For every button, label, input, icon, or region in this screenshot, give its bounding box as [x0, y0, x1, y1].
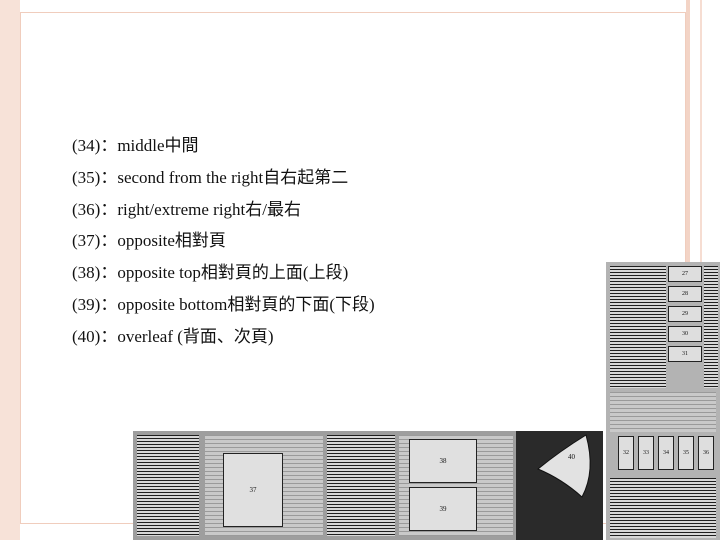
- list-item: (39)：opposite bottom相對頁的下面(下段): [72, 289, 375, 321]
- page-36-box: 36: [698, 436, 714, 470]
- page-28-label: 28: [682, 291, 688, 297]
- term-list: (34)：middle中間 (35)：second from the right…: [72, 130, 375, 353]
- slide-frame-left: [0, 0, 20, 540]
- page-37-box: 37: [223, 453, 283, 527]
- page-39-box: 39: [409, 487, 477, 531]
- item-text: ：second from the right自右起第二: [100, 167, 349, 187]
- item-text: ：opposite bottom相對頁的下面(下段): [100, 294, 375, 314]
- list-item: (35)：second from the right自右起第二: [72, 162, 375, 194]
- item-text: ：opposite top相對頁的上面(上段): [100, 263, 349, 283]
- page-35-box: 35: [678, 436, 694, 470]
- page-29-label: 29: [682, 311, 688, 317]
- page-34-box: 34: [658, 436, 674, 470]
- page-30-label: 30: [682, 331, 688, 337]
- item-text: ：middle中間: [100, 136, 199, 155]
- page-position-figure-bottom: 37 38 39 40: [133, 431, 603, 540]
- page-40-label: 40: [568, 453, 576, 461]
- page-curl-illustration: 40: [516, 431, 603, 540]
- scan-background: [610, 392, 716, 432]
- item-code: (39): [72, 294, 101, 314]
- item-code: (40): [72, 326, 101, 346]
- item-code: (38): [72, 263, 101, 283]
- item-code: (35): [72, 167, 101, 187]
- page-31-label: 31: [682, 351, 688, 357]
- page-36-label: 36: [703, 450, 709, 456]
- page-32-box: 32: [618, 436, 634, 470]
- page-33-box: 33: [638, 436, 654, 470]
- list-item: (34)：middle中間: [72, 130, 375, 162]
- page-39-label: 39: [439, 505, 447, 513]
- list-item: (36)：right/extreme right右/最右: [72, 194, 375, 226]
- item-code: (37): [72, 231, 101, 251]
- hatched-page: [137, 435, 199, 536]
- page-27-label: 27: [682, 271, 688, 277]
- page-35-label: 35: [683, 450, 689, 456]
- hatched-page: [704, 266, 718, 388]
- page-32-label: 32: [623, 450, 629, 456]
- hatched-page: [327, 435, 395, 536]
- page-28-box: 28: [668, 286, 702, 302]
- item-text: ：overleaf (背面、次頁): [100, 326, 274, 346]
- item-text: ：opposite相對頁: [100, 231, 226, 251]
- page-37-label: 37: [249, 486, 257, 494]
- list-item: (40)：overleaf (背面、次頁): [72, 321, 375, 353]
- item-text: ：right/extreme right右/最右: [100, 199, 301, 219]
- list-item: (37)：opposite相對頁: [72, 225, 375, 257]
- page-38-label: 38: [439, 457, 447, 465]
- item-code: (34): [72, 136, 101, 155]
- hatched-page: [610, 266, 666, 388]
- hatched-page: [610, 478, 716, 538]
- page-27-box: 27: [668, 266, 702, 282]
- page-position-figure-right: 27 28 29 30 31 32 33 34 35 36: [606, 262, 720, 540]
- item-code: (36): [72, 199, 101, 219]
- page-30-box: 30: [668, 326, 702, 342]
- page-33-label: 33: [643, 450, 649, 456]
- page-38-box: 38: [409, 439, 477, 483]
- list-item: (38)：opposite top相對頁的上面(上段): [72, 257, 375, 289]
- page-34-label: 34: [663, 450, 669, 456]
- page-31-box: 31: [668, 346, 702, 362]
- page-29-box: 29: [668, 306, 702, 322]
